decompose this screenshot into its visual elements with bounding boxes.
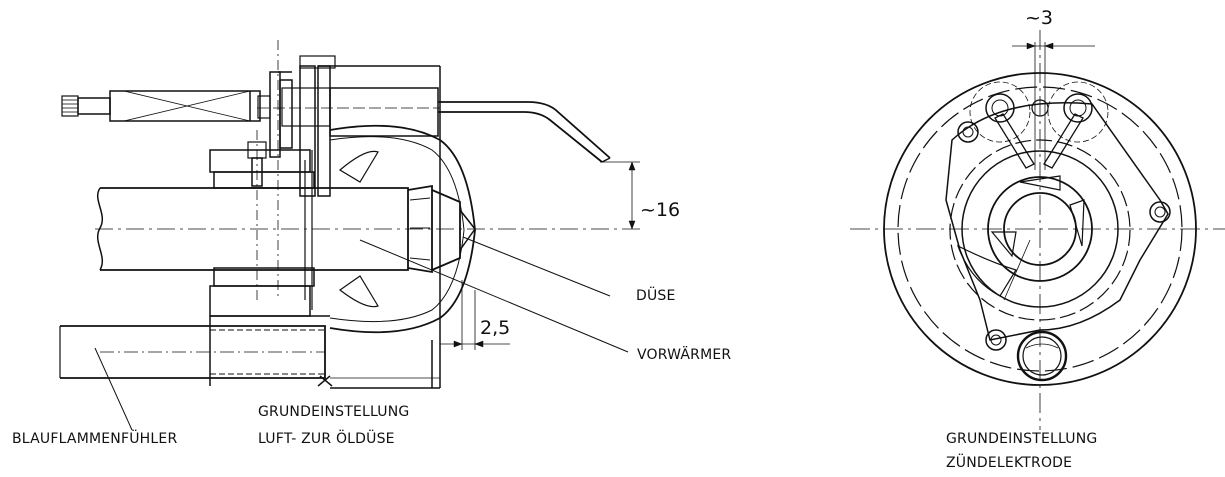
label-grundeinstellung-right-2: ZÜNDELEKTRODE bbox=[946, 455, 1073, 471]
blue-flame-sensor bbox=[60, 325, 326, 379]
electrode-connector bbox=[61, 90, 271, 122]
label-vorwaermer: VORWÄRMER bbox=[637, 347, 732, 363]
label-duese: DÜSE bbox=[636, 288, 676, 304]
label-grundeinstellung-right-1: GRUNDEINSTELLUNG bbox=[946, 431, 1098, 447]
dimension-electrode-height: ~16 bbox=[640, 199, 681, 221]
label-grundeinstellung-left-1: GRUNDEINSTELLUNG bbox=[258, 404, 410, 420]
burner-side-view bbox=[59, 40, 640, 431]
label-blauflammenfuehler: BLAUFLAMMENFÜHLER bbox=[12, 431, 178, 447]
label-grundeinstellung-left-2: LUFT- ZUR ÖLDÜSE bbox=[258, 431, 395, 447]
dimension-nozzle-offset: 2,5 bbox=[480, 317, 511, 339]
dimension-electrode-gap: ~3 bbox=[1025, 7, 1054, 29]
burner-front-view bbox=[850, 30, 1225, 430]
